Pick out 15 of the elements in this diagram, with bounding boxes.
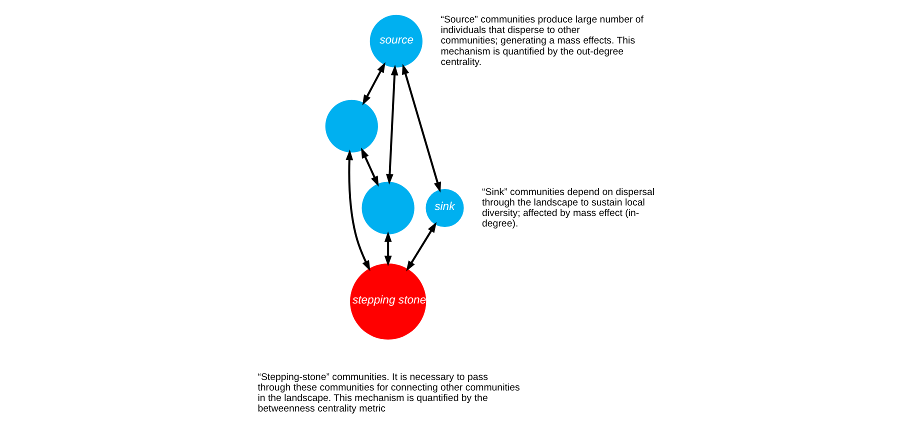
arrow [406, 222, 436, 272]
node-label: “Stepping-stone” communities. It is necessary to pass through these communities for connecting other communities in the landscape. This mechanism is quantified by the betweenness centrality metric [257, 372, 520, 414]
arrow [362, 62, 385, 106]
node-label: “Source” communities produce large number of individuals that disperse to other communities; generating a mass effects. This mechanism is quantified by the out-degree centrality. [440, 14, 643, 68]
node-label: “Sink” communities depend on dispersal through the landscape to sustain local diversity; affected by mass effect (in-degree). [482, 186, 654, 230]
arrow [384, 231, 392, 266]
node-circle [324, 100, 378, 153]
node-circle: sink [425, 189, 464, 228]
arrow [402, 64, 441, 193]
arrow [360, 148, 378, 187]
node-circle: source [369, 14, 422, 68]
arrow [386, 64, 398, 185]
node-circle: stepping stone [350, 263, 426, 340]
arrow [345, 150, 370, 272]
node-circle [361, 182, 414, 234]
